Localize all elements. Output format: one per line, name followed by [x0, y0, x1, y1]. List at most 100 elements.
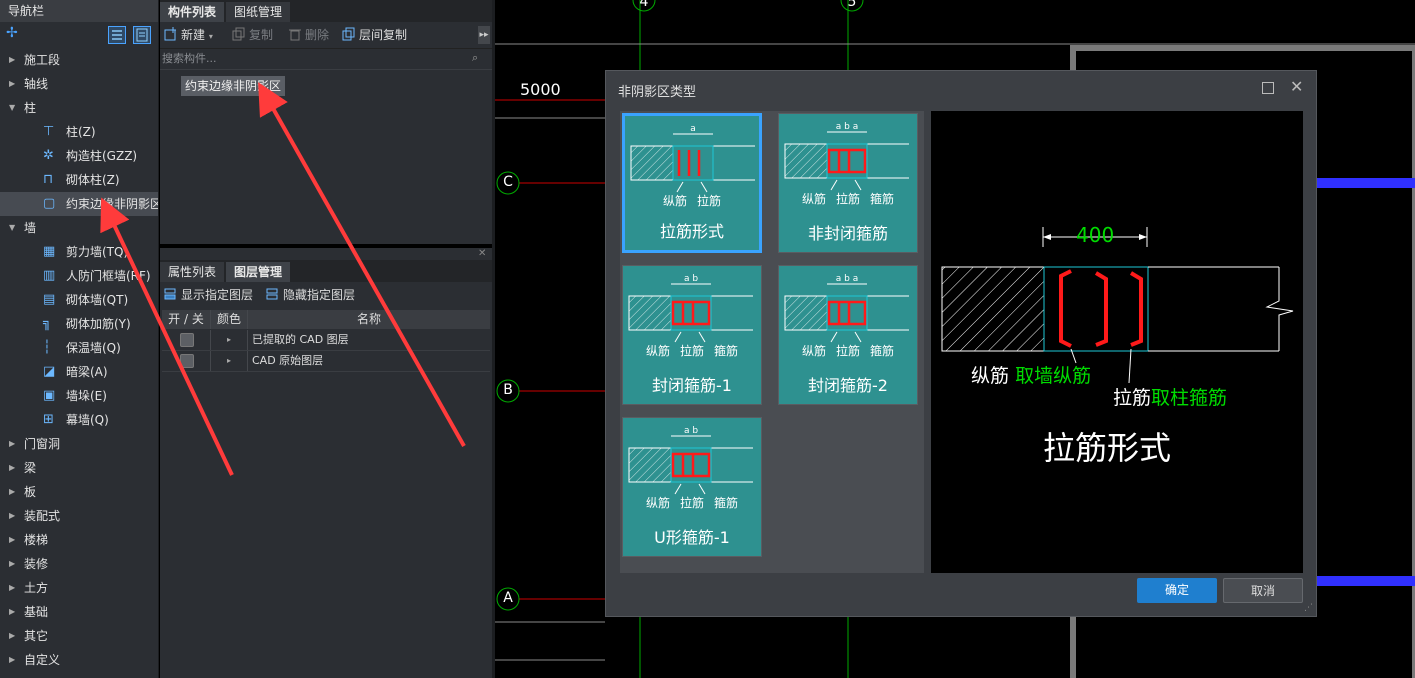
- nav-category[interactable]: ▶其它: [0, 624, 158, 648]
- close-icon[interactable]: ✕: [1290, 77, 1304, 96]
- expand-down-icon[interactable]: ▼: [9, 103, 16, 112]
- expand-arrow-icon[interactable]: ▸: [211, 330, 248, 350]
- nav-category[interactable]: ▶楼梯: [0, 528, 158, 552]
- ok-button[interactable]: 确定: [1137, 578, 1217, 603]
- nav-category[interactable]: ▶自定义: [0, 648, 158, 672]
- nav-subitem[interactable]: ▣墙垛(E): [0, 384, 158, 408]
- expand-right-icon[interactable]: ▶: [9, 511, 16, 520]
- list-view-icon[interactable]: [108, 26, 126, 44]
- dimension-text: 5000: [520, 80, 561, 99]
- floor-copy-button[interactable]: 层间复制: [342, 26, 407, 44]
- nav-toolbar: ✢: [0, 22, 158, 48]
- tab-component-list[interactable]: 构件列表: [160, 2, 225, 22]
- expand-right-icon[interactable]: ▶: [9, 607, 16, 616]
- curtain-wall-icon: ⊞: [43, 412, 54, 427]
- nav-item-label: 柱(Z): [66, 125, 96, 139]
- hide-layer-button[interactable]: 隐藏指定图层: [266, 286, 355, 304]
- panel-splitter[interactable]: [492, 0, 495, 678]
- nav-item-label: 梁: [24, 461, 37, 475]
- copy-button[interactable]: 复制: [232, 26, 273, 44]
- nav-subitem[interactable]: ⊞ 幕墙(Q): [0, 408, 158, 432]
- expand-arrow-icon[interactable]: ▸: [211, 351, 248, 371]
- nav-subitem[interactable]: ⊓砌体柱(Z): [0, 168, 158, 192]
- nav-subitem[interactable]: ╗砌体加筋(Y): [0, 312, 158, 336]
- component-item[interactable]: 约束边缘非阴影区: [181, 76, 286, 96]
- nav-category[interactable]: ▶板: [0, 480, 158, 504]
- expand-right-icon[interactable]: ▶: [9, 463, 16, 472]
- expand-right-icon[interactable]: ▶: [9, 655, 16, 664]
- rebar-label: 拉筋: [835, 192, 860, 206]
- nav-item-label: 门窗洞: [24, 437, 61, 451]
- panel-close-icon[interactable]: ✕: [478, 248, 487, 259]
- nav-item-label: 柱: [24, 101, 37, 115]
- layer-tabs: 属性列表 图层管理: [160, 260, 492, 282]
- rebar-label: 拉筋: [697, 194, 722, 208]
- gear-column-icon: ✲: [43, 148, 54, 163]
- pin-icon[interactable]: ✢: [6, 25, 18, 41]
- expand-right-icon[interactable]: ▶: [9, 631, 16, 640]
- tab-layer-management[interactable]: 图层管理: [226, 262, 291, 282]
- new-button[interactable]: 新建 ▾: [164, 26, 213, 44]
- expand-right-icon[interactable]: ▶: [9, 487, 16, 496]
- layer-checkbox[interactable]: [180, 354, 194, 368]
- nav-category[interactable]: ▶轴线: [0, 72, 158, 96]
- expand-right-icon[interactable]: ▶: [9, 79, 16, 88]
- tab-drawing-management[interactable]: 图纸管理: [226, 2, 291, 22]
- nav-item-label: 幕墙(Q): [66, 413, 109, 427]
- nav-category[interactable]: ▶ 装配式: [0, 504, 158, 528]
- search-icon[interactable]: ⌕: [472, 51, 479, 64]
- expand-right-icon[interactable]: ▶: [9, 55, 16, 64]
- search-input[interactable]: [162, 50, 472, 66]
- cancel-button[interactable]: 取消: [1223, 578, 1303, 603]
- component-tabs: 构件列表 图纸管理: [160, 0, 492, 22]
- nav-subitem[interactable]: ⊤柱(Z): [0, 120, 158, 144]
- layer-row[interactable]: ▸ 已提取的 CAD 图层: [162, 330, 490, 351]
- nav-subitem[interactable]: ▦剪力墙(TQ): [0, 240, 158, 264]
- nav-item-label: 装配式: [24, 509, 61, 523]
- maximize-icon[interactable]: [1262, 82, 1274, 94]
- nav-category[interactable]: ▼柱: [0, 96, 158, 120]
- option-caption: 封闭箍筋-1: [652, 376, 732, 395]
- tab-properties[interactable]: 属性列表: [160, 262, 225, 282]
- resize-grip-icon[interactable]: ⋰: [1304, 603, 1313, 613]
- expand-right-icon[interactable]: ▶: [9, 439, 16, 448]
- dropdown-arrow-icon[interactable]: ▾: [208, 32, 213, 41]
- option-caption: 封闭箍筋-2: [808, 376, 888, 395]
- layer-checkbox[interactable]: [180, 333, 194, 347]
- rebar-label: 箍筋: [714, 344, 739, 358]
- nav-title: 导航栏: [0, 0, 158, 22]
- option-caption: 拉筋形式: [659, 222, 724, 241]
- detail-view-icon[interactable]: [133, 26, 151, 44]
- expand-down-icon[interactable]: ▼: [9, 223, 16, 232]
- nav-category[interactable]: ▶装修: [0, 552, 158, 576]
- nav-category[interactable]: ▶施工段: [0, 48, 158, 72]
- option-dimension: a: [690, 124, 696, 134]
- nav-subitem[interactable]: ▤砌体墙(QT): [0, 288, 158, 312]
- nav-subitem[interactable]: ┆保温墙(Q): [0, 336, 158, 360]
- expand-right-icon[interactable]: ▶: [9, 559, 16, 568]
- more-button[interactable]: ▸▸: [478, 26, 490, 44]
- option-labels: 纵筋拉筋箍筋: [779, 342, 917, 359]
- nav-category[interactable]: ▶基础: [0, 600, 158, 624]
- expand-right-icon[interactable]: ▶: [9, 535, 16, 544]
- layer-row[interactable]: ▸ CAD 原始图层: [162, 351, 490, 372]
- expand-right-icon[interactable]: ▶: [9, 583, 16, 592]
- delete-button[interactable]: 删除: [288, 26, 329, 44]
- nav-subitem[interactable]: ✲构造柱(GZZ): [0, 144, 158, 168]
- hide-layer-icon: [266, 288, 278, 300]
- nav-subitem[interactable]: ◪暗梁(A): [0, 360, 158, 384]
- nav-subitem[interactable]: ▢约束边缘非阴影区: [0, 192, 158, 216]
- nav-category[interactable]: ▶ 门窗洞: [0, 432, 158, 456]
- delete-label: 删除: [305, 28, 330, 42]
- show-layer-button[interactable]: 显示指定图层: [164, 286, 253, 304]
- rebar-label: 纵筋: [645, 496, 670, 510]
- nav-category[interactable]: ▶土方: [0, 576, 158, 600]
- nav-category[interactable]: ▶梁: [0, 456, 158, 480]
- nav-subitem[interactable]: ▥人防门框墙(RF): [0, 264, 158, 288]
- nav-category[interactable]: ▼墙: [0, 216, 158, 240]
